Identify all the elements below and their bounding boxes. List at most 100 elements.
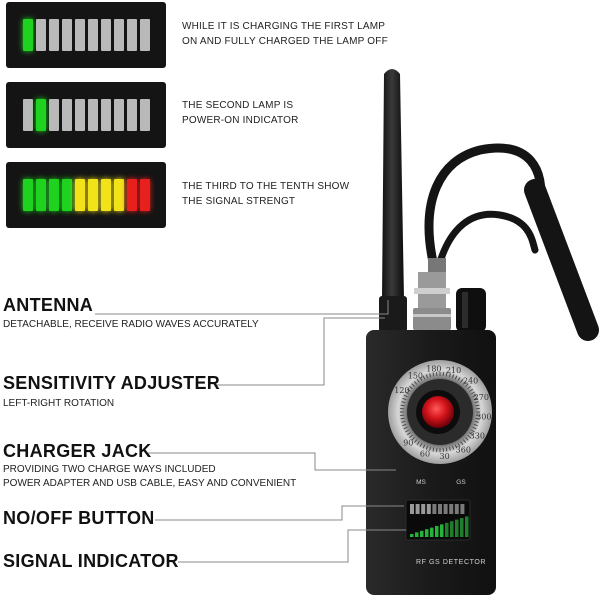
led-lamp-1 (22, 99, 33, 131)
onoff-title: NO/OFF BUTTON (3, 508, 155, 528)
dial-tick (416, 441, 420, 446)
led-panel-2 (6, 82, 166, 148)
device-signal-bar (410, 534, 414, 537)
dial-tick (467, 434, 471, 439)
dial-tick (425, 445, 429, 450)
led-lamp-7 (100, 19, 111, 51)
led-bars (22, 179, 150, 211)
dial-tick (413, 381, 418, 385)
panel-2-caption-line2: POWER-ON INDICATOR (182, 115, 299, 126)
led-lamp-6 (87, 99, 98, 131)
dial-number: 60 (420, 449, 430, 458)
antenna-desc: DETACHABLE, RECEIVE RADIO WAVES ACCURATE… (3, 319, 259, 330)
dial-tick (473, 423, 478, 427)
sensitivity-desc: LEFT-RIGHT ROTATION (3, 398, 115, 409)
device-signal-bar (455, 519, 459, 537)
led-lamp-10 (139, 19, 150, 51)
dial-tick (470, 429, 475, 433)
device-led-segment (426, 504, 431, 514)
dial-tick (457, 442, 461, 447)
dial-tick (474, 401, 479, 404)
device-led-segment (443, 504, 448, 514)
device-signal-bar (465, 516, 469, 537)
led-lamp-6 (87, 19, 98, 51)
dial-tick (457, 377, 461, 382)
led-lamp-8 (113, 99, 124, 131)
dial-tick (469, 432, 474, 436)
charger-desc-line2: POWER ADAPTER AND USB CABLE, EASY AND CO… (3, 478, 297, 489)
dial-tick (462, 381, 467, 385)
dial-tick (445, 372, 448, 377)
dial-tick (454, 444, 458, 449)
dial-tick (425, 374, 429, 379)
dial-tick (460, 441, 464, 446)
led-lamp-4 (61, 19, 72, 51)
dial-tick (432, 372, 435, 377)
device-led-segment (449, 504, 454, 514)
dial-number: 30 (440, 452, 450, 461)
dial-number: 300 (476, 413, 491, 422)
dial-number: 360 (456, 445, 471, 454)
led-lamp-4 (61, 179, 72, 211)
led-lamp-5 (74, 179, 85, 211)
panel-3-caption-line1: THE THIRD TO THE TENTH SHOW (182, 181, 350, 192)
device-signal-bar (460, 518, 464, 537)
dial-tick (472, 394, 477, 398)
device-signal-bar (445, 522, 449, 537)
led-bars (22, 19, 150, 51)
dial-tick (403, 426, 408, 430)
led-bars (22, 99, 150, 131)
dial-number: 90 (403, 439, 413, 448)
dial-tick (474, 420, 479, 423)
led-window (405, 499, 471, 541)
led-lamp-2 (35, 179, 46, 211)
dial-tick (400, 417, 405, 420)
led-panel-1 (6, 2, 166, 68)
device-led-segment (438, 504, 442, 514)
led-lamp-5 (74, 19, 85, 51)
charger-title: CHARGER JACK (3, 441, 152, 461)
device-signal-bar (420, 530, 424, 537)
ms-label: MS (416, 479, 426, 486)
led-lamp-2 (35, 99, 46, 131)
dial-tick (460, 378, 464, 383)
signal-title: SIGNAL INDICATOR (3, 551, 179, 571)
device-signal-bar (415, 532, 419, 537)
dial-tick (445, 447, 448, 452)
device-signal-bar (430, 527, 434, 537)
dial-tick (470, 391, 475, 395)
panel-1-caption: WHILE IT IS CHARGING THE FIRST LAMP ON A… (182, 19, 388, 49)
dial-tick (451, 445, 455, 450)
dial-tick (465, 383, 469, 387)
dial-tick (448, 446, 451, 451)
dial-tick (402, 397, 407, 401)
dial-tick (432, 447, 435, 452)
charger-desc-line1: PROVIDING TWO CHARGE WAYS INCLUDED (3, 464, 216, 475)
sensitivity-knob (456, 288, 486, 332)
dial-tick (411, 383, 415, 387)
led-lamp-7 (100, 99, 111, 131)
dial-tick (419, 377, 423, 382)
dial-tick (409, 385, 413, 390)
led-lamp-3 (48, 19, 59, 51)
dial-tick (416, 378, 420, 383)
dial-tick (429, 373, 432, 378)
panel-1-caption-line1: WHILE IT IS CHARGING THE FIRST LAMP (182, 21, 386, 32)
dial-tick (405, 429, 410, 433)
dial-tick (422, 375, 426, 380)
dial-tick (448, 373, 451, 378)
red-lens (422, 396, 454, 428)
dial-tick (475, 404, 480, 407)
led-lamp-1 (22, 19, 33, 51)
dial-tick (472, 426, 477, 430)
panel-3-caption-line2: THE SIGNAL STRENGT (182, 196, 296, 207)
dial-tick (451, 374, 455, 379)
dial-tick (409, 434, 413, 439)
dial-number: 330 (470, 431, 485, 440)
panel-3-caption: THE THIRD TO THE TENTH SHOW THE SIGNAL S… (182, 179, 349, 209)
device-signal-bar (440, 524, 444, 537)
panel-1-caption-line2: ON AND FULLY CHARGED THE LAMP OFF (182, 36, 388, 47)
led-lamp-9 (126, 99, 137, 131)
led-lamp-8 (113, 179, 124, 211)
